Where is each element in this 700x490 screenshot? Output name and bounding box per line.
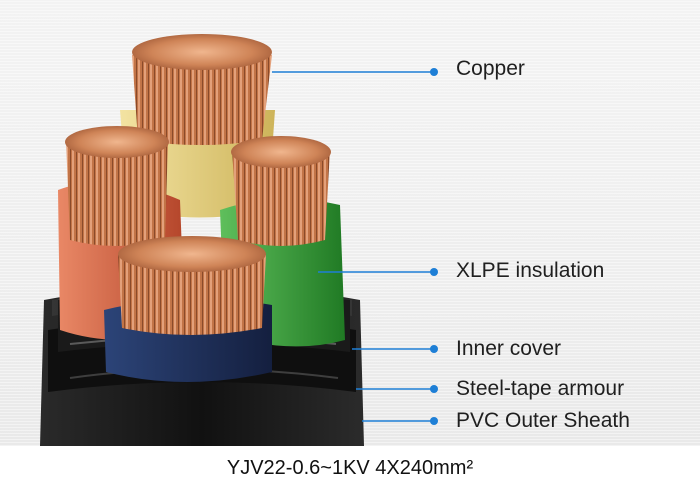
product-caption: YJV22-0.6~1KV 4X240mm² [226,457,474,479]
label-copper: Copper [456,57,525,80]
leader-lines [272,68,438,425]
cable-cross-section-illustration [40,34,438,446]
label-xlpe-insulation: XLPE insulation [456,259,605,282]
label-pvc-outer-sheath: PVC Outer Sheath [456,409,630,432]
label-inner-cover: Inner cover [456,337,562,360]
label-steel-tape-armour: Steel-tape armour [456,377,625,400]
core-blue [104,236,272,382]
cable-photo: Copper XLPE insulation Inner cover Steel… [0,0,700,446]
